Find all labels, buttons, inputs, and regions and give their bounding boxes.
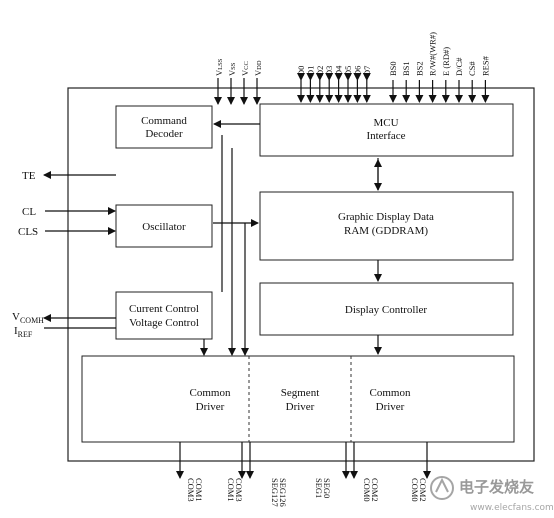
current-control-block: Current Control Voltage Control (115, 291, 213, 340)
elecfans-watermark: 电子发烧友 www.elecfans.com (430, 476, 554, 513)
vdd-pin-label: VDD (253, 60, 263, 76)
control-pin-label-2: BS2 (414, 61, 424, 76)
gddram-label-2: RAM (GDDRAM) (344, 225, 428, 237)
data-pin-label-d6: D6 (352, 66, 362, 76)
internal-wiring (200, 120, 382, 356)
control-pin-label-5: D/C# (454, 57, 464, 76)
data-pin-label-d3: D3 (324, 66, 334, 76)
vlss-pin-label: VLSS (214, 58, 224, 76)
pin-com3-b: COM3 (234, 478, 244, 502)
control-pin-label-1: BS1 (401, 61, 411, 76)
command-decoder-block: Command Decoder (115, 105, 213, 149)
display-controller-block: Display Controller (259, 282, 514, 336)
common-driver-left-label-2: Driver (196, 401, 225, 413)
driver-block: Common Driver Segment Driver Common Driv… (81, 355, 515, 443)
pin-seg1: SEG1 (314, 478, 324, 498)
control-pin-label-6: CS# (467, 61, 477, 76)
data-pin-label-d2: D2 (315, 66, 325, 76)
common-driver-right-label-1: Common (370, 387, 411, 399)
data-pin-label-d7: D7 (362, 66, 372, 76)
data-pin-label-d4: D4 (334, 65, 344, 76)
control-pin-label-0: BS0 (388, 61, 398, 76)
pin-com1-b: COM1 (226, 478, 236, 502)
mcu-interface-block: MCU Interface (259, 103, 514, 157)
control-pin-label-3: R/W#(WR#) (428, 32, 438, 76)
data-pin-label-d5: D5 (343, 66, 353, 76)
current-control-label-1: Current Control (129, 303, 199, 315)
watermark-logo-icon (430, 476, 454, 500)
pin-com2-a: COM2 (370, 478, 380, 502)
power-pins: VLSS VSS VCC VDD (214, 58, 263, 105)
watermark-text: 电子发烧友 (459, 478, 534, 496)
segment-driver-label-2: Driver (286, 401, 315, 413)
data-pin-label-d0: D0 (296, 66, 306, 76)
oscillator-label: Oscillator (142, 221, 186, 233)
vcc-pin-label: VCC (240, 61, 250, 76)
watermark-url: www.elecfans.com (470, 503, 554, 513)
pin-com3-a: COM3 (186, 478, 196, 502)
control-pin-label-4: E (RD#) (441, 47, 451, 76)
vcomh-label: VCOMH (12, 311, 44, 325)
cl-label: CL (22, 206, 36, 218)
iref-label: IREF (14, 325, 33, 339)
pin-seg127: SEG127 (270, 478, 280, 507)
bottom-outputs: COM1 COM3 COM1 COM3 SEG126 SEG127 SEG0 S… (176, 442, 431, 507)
current-control-label-2: Voltage Control (129, 317, 199, 329)
command-decoder-label-1: Command (141, 115, 187, 127)
pin-seg0: SEG0 (322, 478, 332, 498)
vss-pin-label: VSS (227, 62, 237, 76)
pin-com2-b: COM2 (418, 478, 428, 502)
pin-seg126: SEG126 (278, 478, 288, 507)
display-controller-label: Display Controller (345, 304, 428, 316)
gddram-block: Graphic Display Data RAM (GDDRAM) (259, 191, 514, 261)
te-label: TE (22, 170, 36, 182)
mcu-interface-label-2: Interface (366, 130, 405, 142)
pin-com0-a: COM0 (362, 478, 372, 502)
command-decoder-label-2: Decoder (145, 128, 183, 140)
cls-label: CLS (18, 226, 38, 238)
oscillator-block: Oscillator (115, 204, 213, 248)
data-pin-label-d1: D1 (305, 66, 315, 76)
left-signals: TE CL CLS VCOMH IREF (12, 170, 116, 339)
common-driver-left-label-1: Common (190, 387, 231, 399)
common-driver-right-label-2: Driver (376, 401, 405, 413)
control-pin-label-7: RES# (480, 55, 490, 76)
segment-driver-label-1: Segment (281, 387, 320, 399)
gddram-label-1: Graphic Display Data (338, 211, 434, 223)
pin-com0-b: COM0 (410, 478, 420, 502)
mcu-interface-label-1: MCU (373, 117, 398, 129)
pin-com1-a: COM1 (194, 478, 204, 502)
